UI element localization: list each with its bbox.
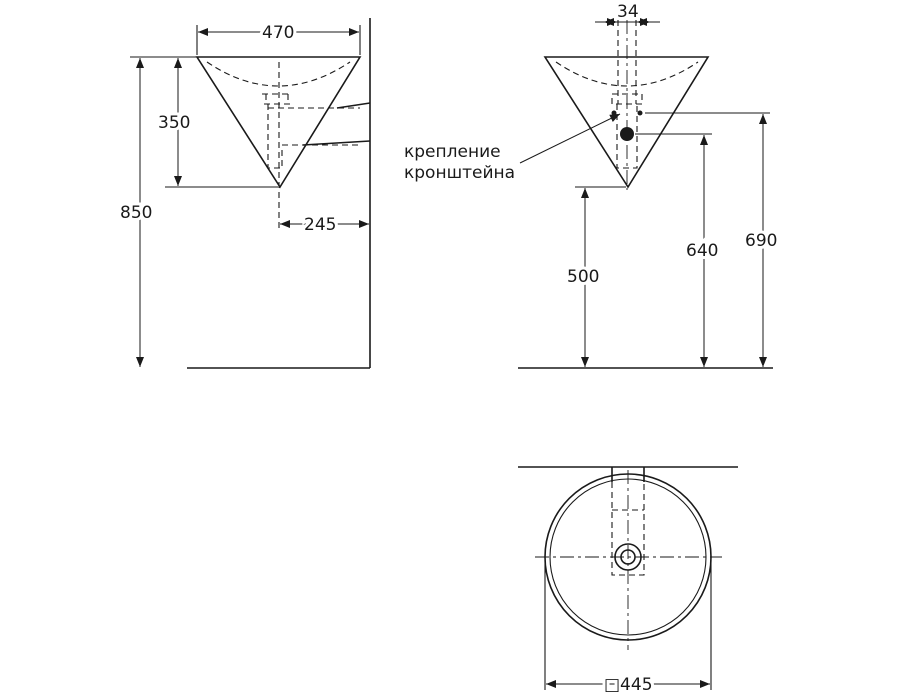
dim-470-label: 470 (262, 23, 294, 43)
side-view: 470 350 850 245 (117, 18, 371, 369)
side-drain (262, 93, 292, 105)
dim-445-label: □445 (604, 675, 653, 695)
top-view: □445 (518, 466, 738, 698)
side-bowl-cone (195, 56, 362, 189)
front-bracket-pin-left (611, 110, 617, 116)
bracket-label-line1: крепление (404, 142, 501, 162)
dim-640-label: 640 (686, 241, 718, 261)
dim-34-label: 34 (617, 2, 639, 22)
front-bowl-inner-curve (555, 61, 699, 87)
dim-245-label: 245 (304, 215, 336, 235)
front-siphon (616, 104, 638, 169)
bracket-label-line2: кронштейна (404, 163, 515, 183)
dim-500-label: 500 (567, 267, 599, 287)
front-bracket-hole (620, 127, 634, 141)
side-siphon (267, 104, 360, 169)
front-bowl-cone (543, 56, 710, 189)
front-bracket-pin-right (637, 110, 643, 116)
top-bracket (611, 467, 645, 482)
front-view: 34 500 640 690 крепление кронштейна (404, 2, 780, 369)
side-bracket (302, 102, 371, 146)
dim-350-label: 350 (158, 113, 190, 133)
side-bowl-inner-curve (206, 61, 351, 87)
dim-850-label: 850 (120, 203, 152, 223)
front-drain (611, 93, 643, 105)
bracket-leader-line (519, 113, 621, 164)
top-siphon (611, 482, 645, 576)
dim-690-label: 690 (745, 231, 777, 251)
front-pipe (617, 20, 637, 104)
